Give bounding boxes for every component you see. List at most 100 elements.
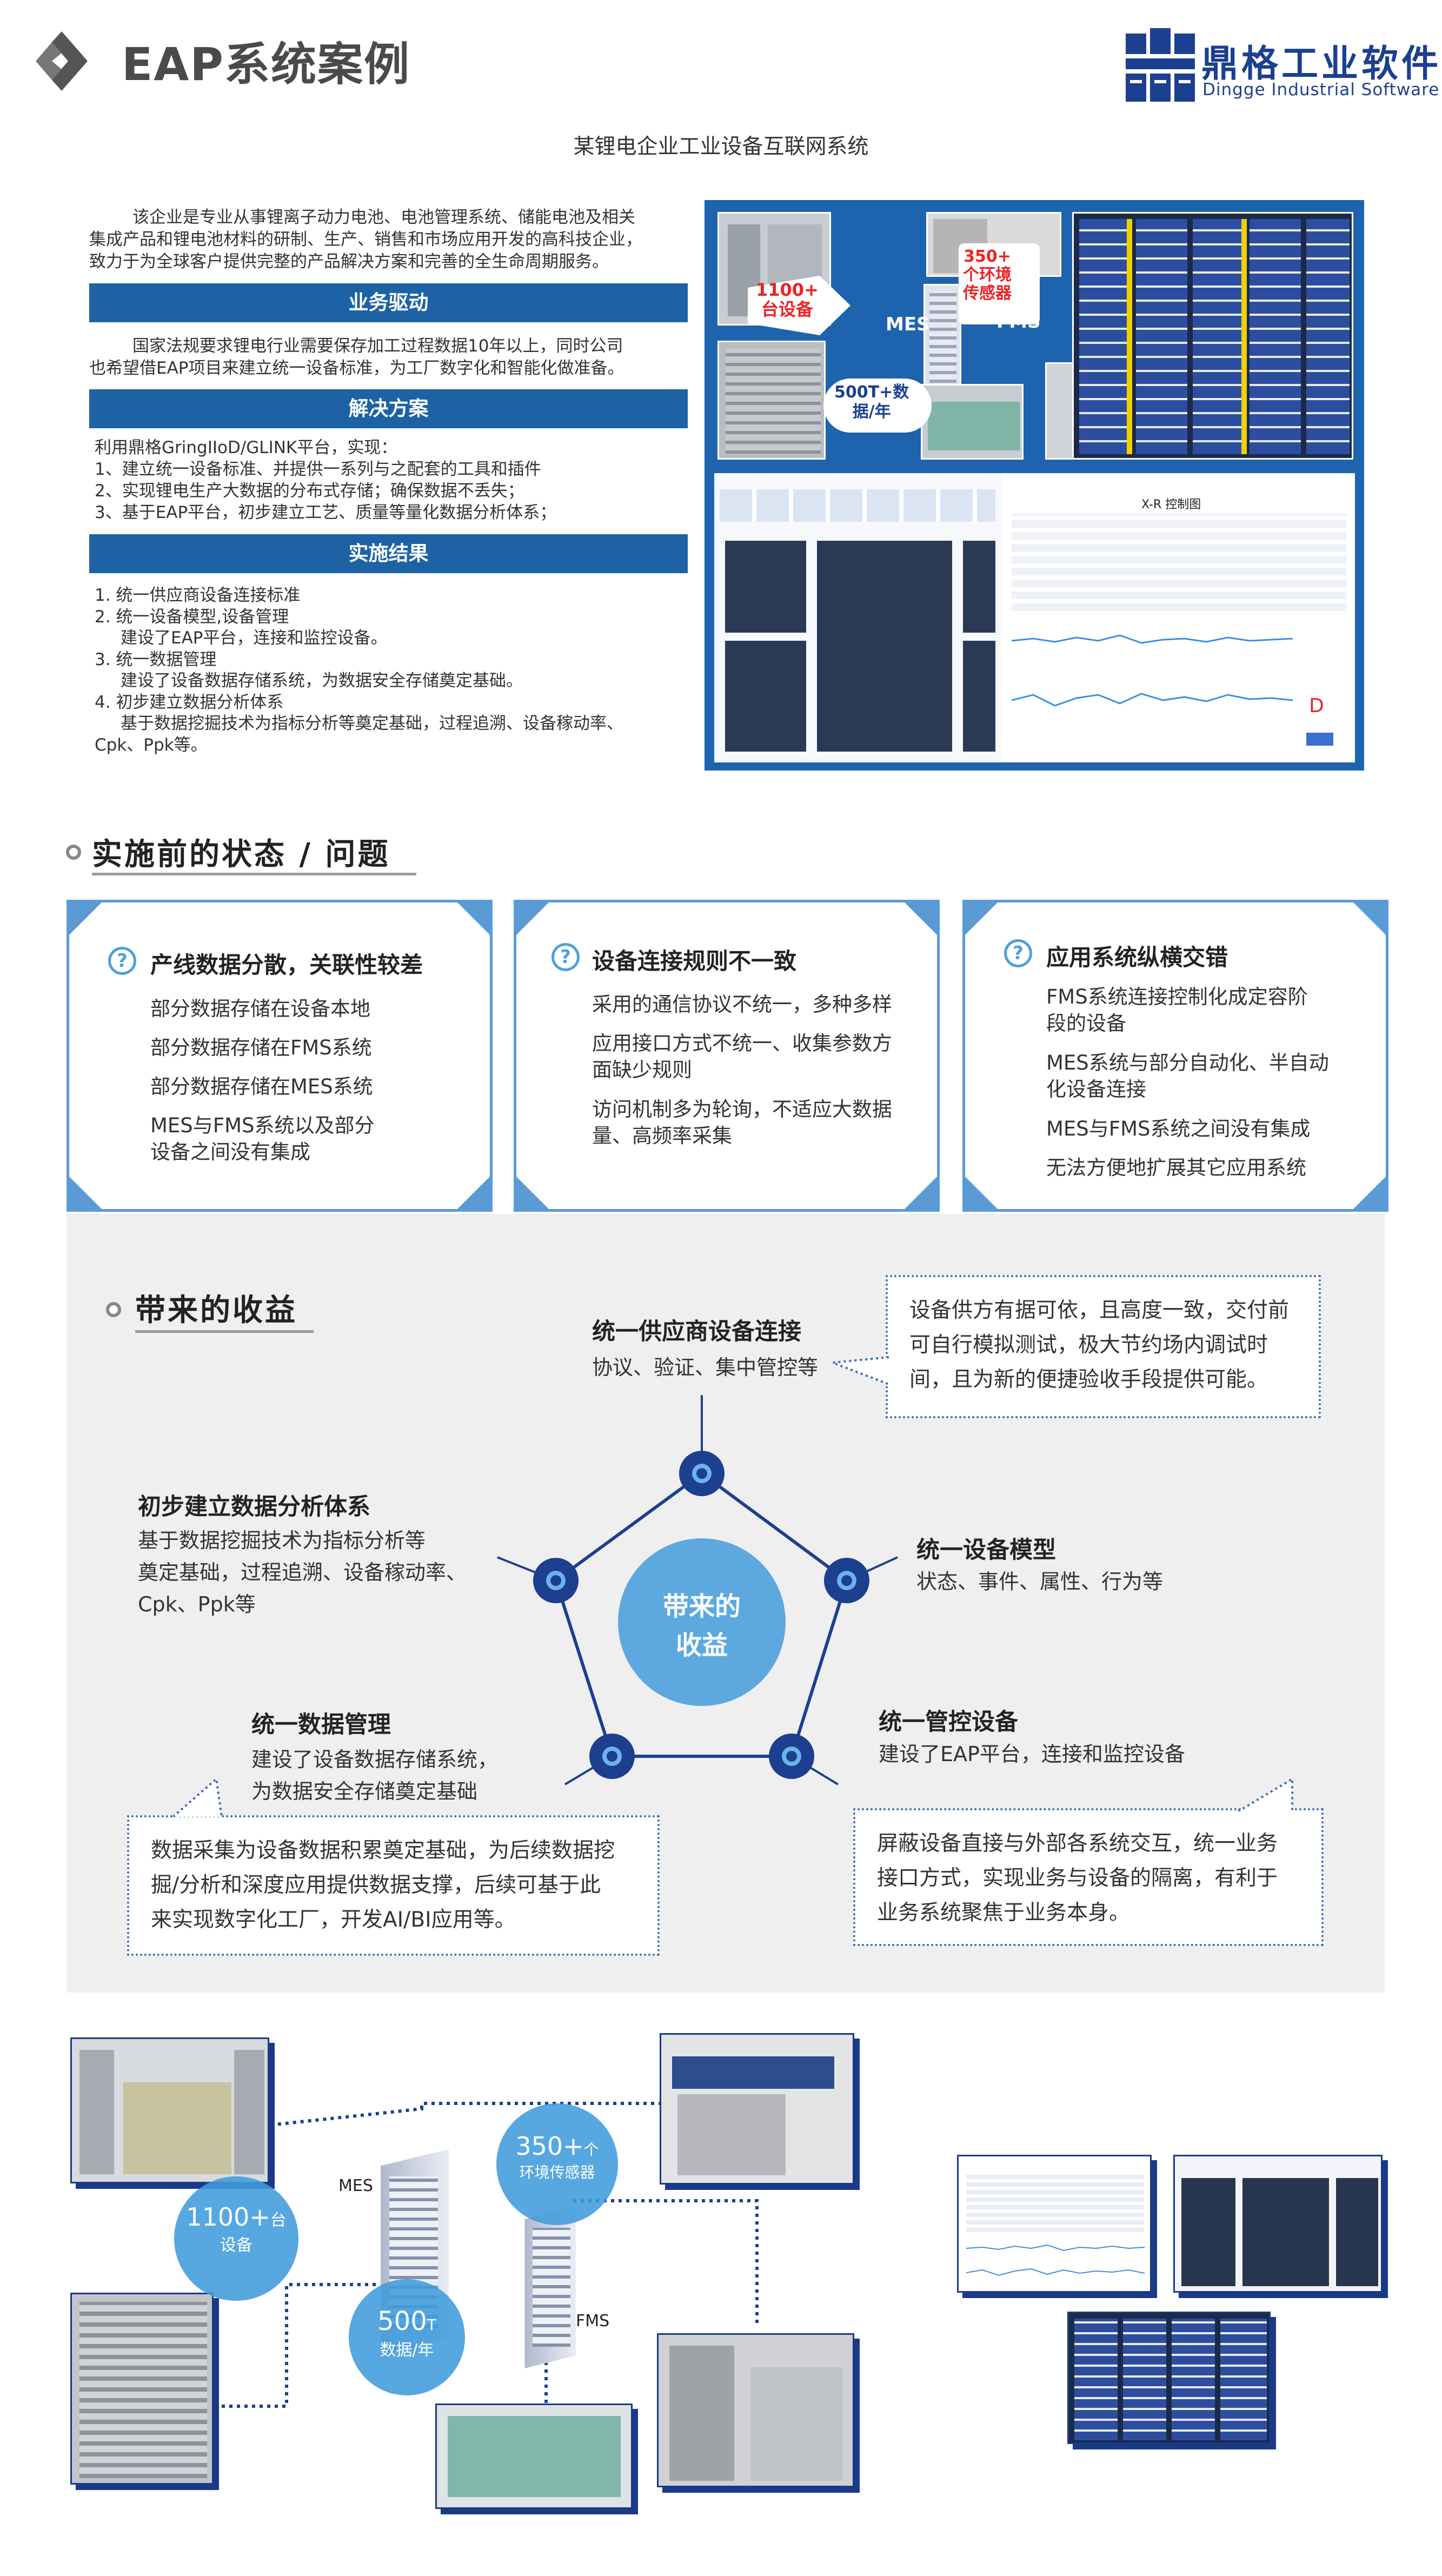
- benefit-head: 初步建立数据分析体系: [138, 1493, 370, 1521]
- data-volume-label: 500T+数 据/年: [834, 383, 909, 421]
- result-line: 4. 初步建立数据分析体系: [95, 692, 284, 712]
- drive-line: 也希望借EAP项目来建立统一设备标准，为工厂数字化和智能化做准备。: [89, 358, 624, 378]
- mes-server-icon: [923, 284, 961, 387]
- card-title: 产线数据分散，关联性较差: [150, 952, 423, 978]
- card-item: 访问机制多为轮询，不适应大数据 量、高频率采集: [592, 1098, 892, 1147]
- brand-name-en: Dingge Industrial Software: [1202, 80, 1440, 99]
- sensors-stat-value: 350+个: [515, 2132, 599, 2161]
- equipment-photo: [70, 2037, 269, 2183]
- monitor-screenshot: [1173, 2155, 1383, 2293]
- result-line: 建设了设备数据存储系统，为数据安全存储奠定基础。: [121, 671, 523, 691]
- benefits-pentagon-diagram: [497, 1395, 898, 1785]
- benefit-head: 统一管控设备: [879, 1709, 1018, 1736]
- brand-name-cn: 鼎格工业软件: [1201, 43, 1442, 85]
- card-item: 采用的通信协议不统一，多种多样: [592, 993, 892, 1016]
- section-bullet-icon: [66, 845, 81, 860]
- equipment-photo: [657, 2333, 854, 2487]
- dingge-logo-icon: [1126, 28, 1195, 102]
- equipment-photo: [717, 341, 826, 460]
- chart-mark: D: [1309, 695, 1324, 717]
- data-stat-bubble: 500T 数据/年: [349, 2279, 465, 2395]
- sensors-label-bg: [959, 243, 1040, 324]
- card-title: 应用系统纵横交错: [1046, 944, 1228, 971]
- solution-bar: 解决方案: [89, 389, 688, 428]
- chart-screenshot: [957, 2155, 1152, 2293]
- benefits-center-label: 带来的 收益: [662, 1591, 741, 1661]
- callout-pointer: [172, 1779, 223, 1817]
- battery-rack-photo: [1067, 2312, 1271, 2444]
- header-diamond-icon: [36, 31, 88, 91]
- question-icon: ?: [1004, 939, 1032, 967]
- section-title-benefits: 带来的收益: [135, 1293, 297, 1328]
- solution-text: 利用鼎格GringIIoD/GLINK平台，实现： 1、建立统一设备标准、并提供…: [95, 437, 556, 523]
- benefit-detail-box: 设备供方有据可依，且高度一致，交付前 可自行模拟测试，极大节约场内调试时 间，且…: [886, 1275, 1321, 1418]
- equipment-photo: [921, 384, 1024, 460]
- card-title: 设备连接规则不一致: [592, 948, 797, 974]
- solution-line: 1、建立统一设备标准、并提供一系列与之配套的工具和插件: [95, 460, 541, 479]
- fms-label: FMS: [996, 311, 1041, 333]
- result-line: 1. 统一供应商设备连接标准: [95, 586, 301, 605]
- equipment-photo: [435, 2404, 633, 2509]
- section-bullet-icon: [106, 1302, 121, 1317]
- monitor-panel: [714, 473, 1001, 762]
- dashboard-screenshot: X-R 控制图 D: [714, 473, 1355, 762]
- intro-line: 致力于为全球客户提供完整的产品解决方案和完善的全生命周期服务。: [89, 252, 609, 271]
- data-stat-value: 500T: [377, 2306, 436, 2336]
- solution-line: 利用鼎格GringIIoD/GLINK平台，实现：: [95, 438, 398, 457]
- benefit-head: 统一设备模型: [916, 1537, 1056, 1564]
- node-icon: [533, 1558, 579, 1603]
- node-icon: [679, 1451, 725, 1496]
- result-bar: 实施结果: [89, 534, 688, 573]
- node-icon: [824, 1558, 869, 1603]
- solution-line: 2、实现锂电生产大数据的分布式存储；确保数据不丢失；: [95, 481, 524, 501]
- devices-stat-label: 设备: [220, 2236, 252, 2255]
- system-overview-image: 1100+ 台设备 350+ 个环境 传感器 MES FMS 500T+数 据/…: [705, 200, 1364, 771]
- question-icon: ?: [551, 943, 580, 971]
- solution-line: 3、基于EAP平台，初步建立工艺、质量等量化数据分析体系；: [95, 503, 557, 522]
- result-list: 1. 统一供应商设备连接标准 2. 统一设备模型,设备管理 建设了EAP平台，连…: [95, 585, 623, 756]
- card-item: 无法方便地扩展其它应用系统: [1046, 1156, 1306, 1179]
- data-stat-label: 数据/年: [380, 2341, 434, 2360]
- sensors-count-label: 350+ 个环境 传感器: [963, 247, 1012, 303]
- card-item: 部分数据存储在设备本地: [150, 997, 370, 1020]
- drive-line: 国家法规要求锂电行业需要保存加工过程数据10年以上，同时公司: [132, 336, 623, 356]
- result-line: Cpk、Ppk等。: [95, 735, 208, 755]
- section-underline: [135, 1330, 314, 1333]
- problem-card: ? 产线数据分散，关联性较差 部分数据存储在设备本地 部分数据存储在FMS系统 …: [67, 900, 493, 1212]
- problem-card: ? 设备连接规则不一致 采用的通信协议不统一，多种多样 应用接口方式不统一、收集…: [514, 900, 940, 1212]
- result-line: 基于数据挖掘技术为指标分析等奠定基础，过程追溯、设备稼动率、: [121, 714, 623, 733]
- result-line: 2. 统一设备模型,设备管理: [95, 607, 289, 627]
- card-item: 部分数据存储在FMS系统: [150, 1036, 372, 1059]
- result-line: 3. 统一数据管理: [95, 649, 217, 669]
- data-label-bg: [823, 379, 932, 433]
- benefit-text: 建设了EAP平台，连接和监控设备: [879, 1742, 1185, 1766]
- page-title: EAP系统案例: [122, 38, 410, 91]
- intro-line: 该企业是专业从事锂离子动力电池、电池管理系统、储能电池及相关: [132, 208, 635, 227]
- benefit-detail-box: 数据采集为设备数据积累奠定基础，为后续数据挖 掘/分析和深度应用提供数据支撑，后…: [127, 1815, 660, 1956]
- business-drive-text: 国家法规要求锂电行业需要保存加工过程数据10年以上，同时公司 也希望借EAP项目…: [89, 335, 624, 380]
- section-title-problems: 实施前的状态 / 问题: [92, 837, 390, 872]
- devices-stat-bubble: 1100+台 设备: [174, 2176, 298, 2301]
- benefit-text: 基于数据挖掘技术为指标分析等 奠定基础，过程追溯、设备稼动率、 Cpk、Ppk等: [138, 1529, 467, 1616]
- devices-stat-value: 1100+台: [186, 2202, 287, 2232]
- benefit-head: 统一供应商设备连接: [592, 1318, 801, 1345]
- node-icon: [589, 1734, 635, 1779]
- card-item: FMS系统连接控制化成定容阶 段的设备: [1046, 985, 1308, 1035]
- card-item: MES与FMS系统以及部分 设备之间没有集成: [150, 1114, 375, 1164]
- problem-card: ? 应用系统纵横交错 FMS系统连接控制化成定容阶 段的设备 MES系统与部分自…: [962, 900, 1388, 1212]
- control-chart-panel: X-R 控制图 D: [1006, 473, 1355, 762]
- question-icon: ?: [108, 947, 136, 975]
- benefit-text: 建设了设备数据存储系统， 为数据安全存储奠定基础: [251, 1748, 499, 1803]
- xr-chart-lines: [1012, 634, 1293, 707]
- benefit-head: 统一数据管理: [251, 1711, 391, 1738]
- benefit-text: 协议、验证、集中管控等: [592, 1356, 819, 1379]
- benefit-detail-box: 屏蔽设备直接与外部各系统交互，统一业务 接口方式，实现业务与设备的隔离，有利于 …: [853, 1808, 1324, 1946]
- card-item: MES系统与部分自动化、半自动 化设备连接: [1046, 1051, 1329, 1101]
- node-icon: [769, 1734, 814, 1779]
- callout-pointer: [833, 1356, 889, 1385]
- mes-label: MES: [886, 314, 930, 335]
- equipment-photo: [660, 2033, 854, 2185]
- equipment-photo: [70, 2293, 214, 2485]
- mes-label: MES: [338, 2176, 373, 2195]
- intro-paragraph: 该企业是专业从事锂离子动力电池、电池管理系统、储能电池及相关 集成产品和锂电池材…: [89, 207, 642, 273]
